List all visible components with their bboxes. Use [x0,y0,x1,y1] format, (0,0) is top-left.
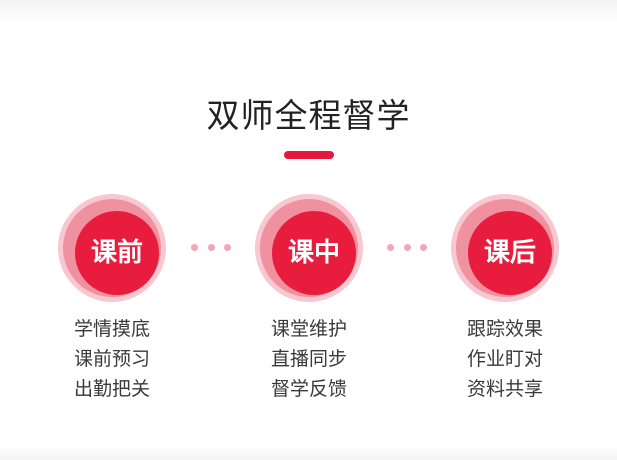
dot [420,244,427,251]
page-title: 双师全程督学 [206,96,411,135]
step-item: 直播同步 [270,348,347,370]
dot [191,244,198,251]
title-underline [284,151,334,159]
step-item: 课前预习 [73,348,150,370]
step-item: 资料共享 [466,378,543,400]
step-item: 督学反馈 [270,378,347,400]
dot [207,244,215,251]
step-circle: 课中 [255,194,363,302]
dot [224,244,231,251]
top-shadow-band [0,0,617,22]
step-item: 学情摸底 [73,318,150,340]
step-circle: 课后 [451,194,559,302]
bottom-shadow-band [0,446,617,460]
step-item: 出勤把关 [73,378,150,400]
connector-dots [191,244,231,252]
step-item-list: 学情摸底 课前预习 出勤把关 [32,314,192,404]
step-item-list: 跟踪效果 作业盯对 资料共享 [425,314,585,404]
step-label: 课后 [483,238,536,268]
step-item: 课堂维护 [270,318,347,340]
dot [387,244,394,251]
step-label: 课中 [287,238,340,268]
step-during-class: 课中 课堂维护 直播同步 督学反馈 [229,194,389,404]
step-circle: 课前 [58,194,166,302]
step-item-list: 课堂维护 直播同步 督学反馈 [229,314,389,404]
connector-dots [387,244,427,252]
step-item: 跟踪效果 [466,318,543,340]
dot [403,244,411,251]
step-label: 课前 [90,238,143,268]
step-before-class: 课前 学情摸底 课前预习 出勤把关 [32,194,192,404]
step-after-class: 课后 跟踪效果 作业盯对 资料共享 [425,194,585,404]
step-item: 作业盯对 [466,348,543,370]
